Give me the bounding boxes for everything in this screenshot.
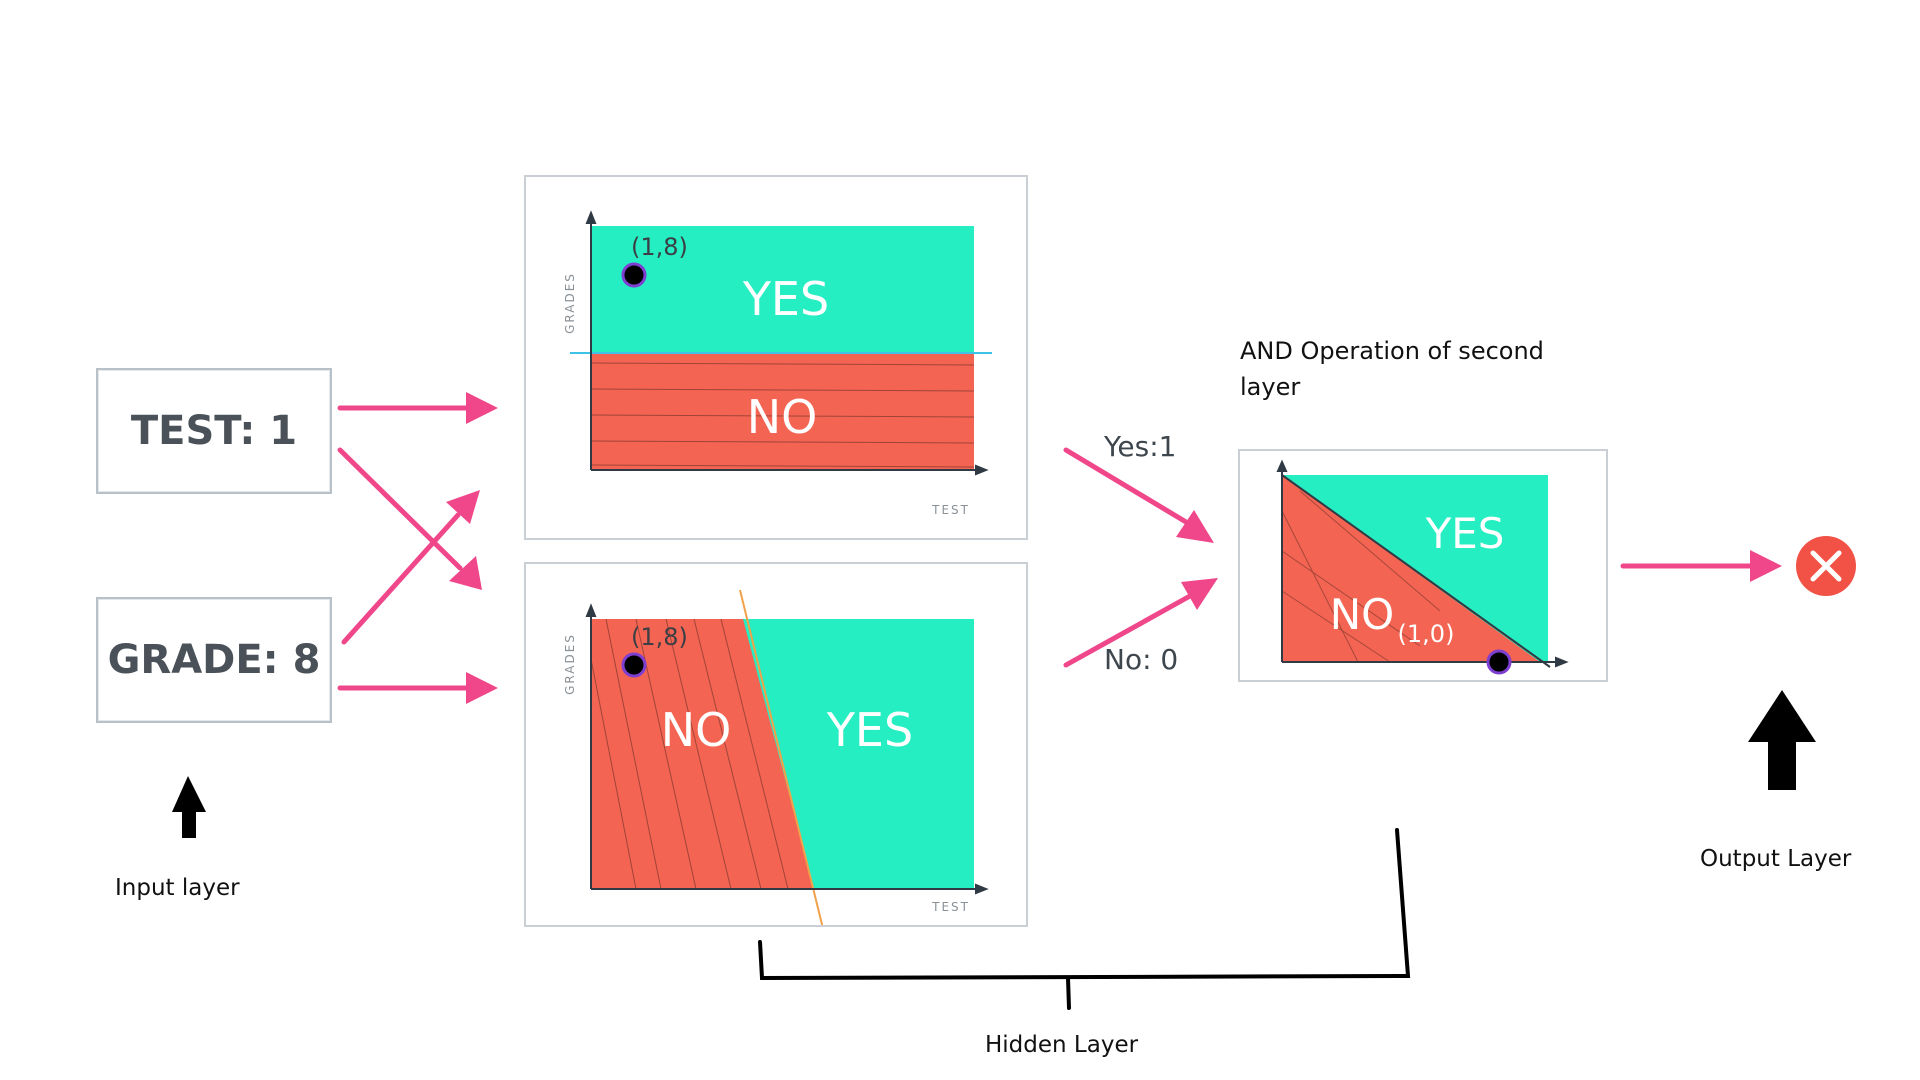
x-axis-label-top: TEST	[931, 503, 970, 517]
input-node-grade-label: GRADE: 8	[107, 637, 321, 683]
yes-region-top	[591, 226, 974, 353]
input-node-test-label: TEST: 1	[130, 408, 298, 454]
no-label-top: NO	[747, 390, 818, 444]
caption-input-layer: Input layer	[115, 875, 240, 901]
no-label-bottom: NO	[661, 703, 732, 757]
output-node	[1796, 536, 1856, 596]
edge-label-yes: Yes:1	[1104, 430, 1177, 463]
no-region-hatching-bottom	[590, 618, 789, 890]
point-label-and: (1,0)	[1398, 620, 1455, 648]
close-icon	[1810, 550, 1842, 582]
and-panel-plot: YES NO (1,0)	[1276, 459, 1569, 675]
arrow-test-to-bottom	[337, 447, 482, 590]
hidden-layer-bracket	[758, 828, 1411, 1010]
data-point-bottom	[621, 652, 647, 678]
hidden-panel-top-plot: GRADES TEST YES NO (1,8)	[563, 210, 992, 517]
input-node-test: TEST: 1	[96, 368, 332, 494]
axes-bottom	[585, 603, 989, 895]
arrow-test-to-top	[337, 392, 498, 424]
hidden-panel-top: GRADES TEST YES NO (1,8)	[524, 175, 1028, 540]
axes-and	[1276, 459, 1569, 668]
axes-top	[585, 210, 989, 476]
arrow-yes-edge	[1063, 447, 1214, 543]
yes-label-top: YES	[742, 272, 829, 326]
point-label-bottom: (1,8)	[631, 623, 688, 651]
no-region-hatching-and	[1281, 490, 1441, 663]
arrow-grade-to-bottom	[337, 672, 498, 704]
no-region-hatching	[590, 362, 975, 468]
no-label-and: NO	[1330, 590, 1394, 639]
and-panel: YES NO (1,0)	[1238, 449, 1608, 682]
yes-label-bottom: YES	[826, 703, 913, 757]
arrow-grade-to-top	[341, 490, 480, 645]
output-pointer-arrow	[1748, 690, 1816, 790]
yes-label-and: YES	[1425, 509, 1505, 558]
no-region-top	[591, 353, 974, 470]
point-label-top: (1,8)	[631, 233, 688, 261]
and-panel-title-line1: AND Operation of second	[1240, 337, 1544, 365]
data-point-and	[1486, 649, 1512, 675]
decision-boundary-and	[1281, 474, 1551, 668]
y-axis-label-top: GRADES	[563, 272, 577, 334]
input-node-grade: GRADE: 8	[96, 597, 332, 723]
arrow-no-edge	[1063, 578, 1218, 668]
edge-label-no: No: 0	[1104, 643, 1179, 676]
hidden-panel-bottom-plot: GRADES TEST NO YES (1,8)	[563, 589, 989, 950]
input-pointer-arrow	[172, 776, 206, 838]
and-panel-title: AND Operation of second layer	[1240, 333, 1544, 405]
x-axis-label-bottom: TEST	[931, 900, 970, 914]
and-panel-title-line2: layer	[1240, 373, 1301, 401]
caption-output-layer: Output Layer	[1700, 846, 1852, 872]
arrow-and-to-output	[1620, 550, 1782, 582]
hidden-panel-bottom: GRADES TEST NO YES (1,8)	[524, 562, 1028, 950]
caption-hidden-layer: Hidden Layer	[985, 1032, 1139, 1058]
y-axis-label-bottom: GRADES	[563, 633, 577, 695]
data-point-top	[621, 262, 647, 288]
